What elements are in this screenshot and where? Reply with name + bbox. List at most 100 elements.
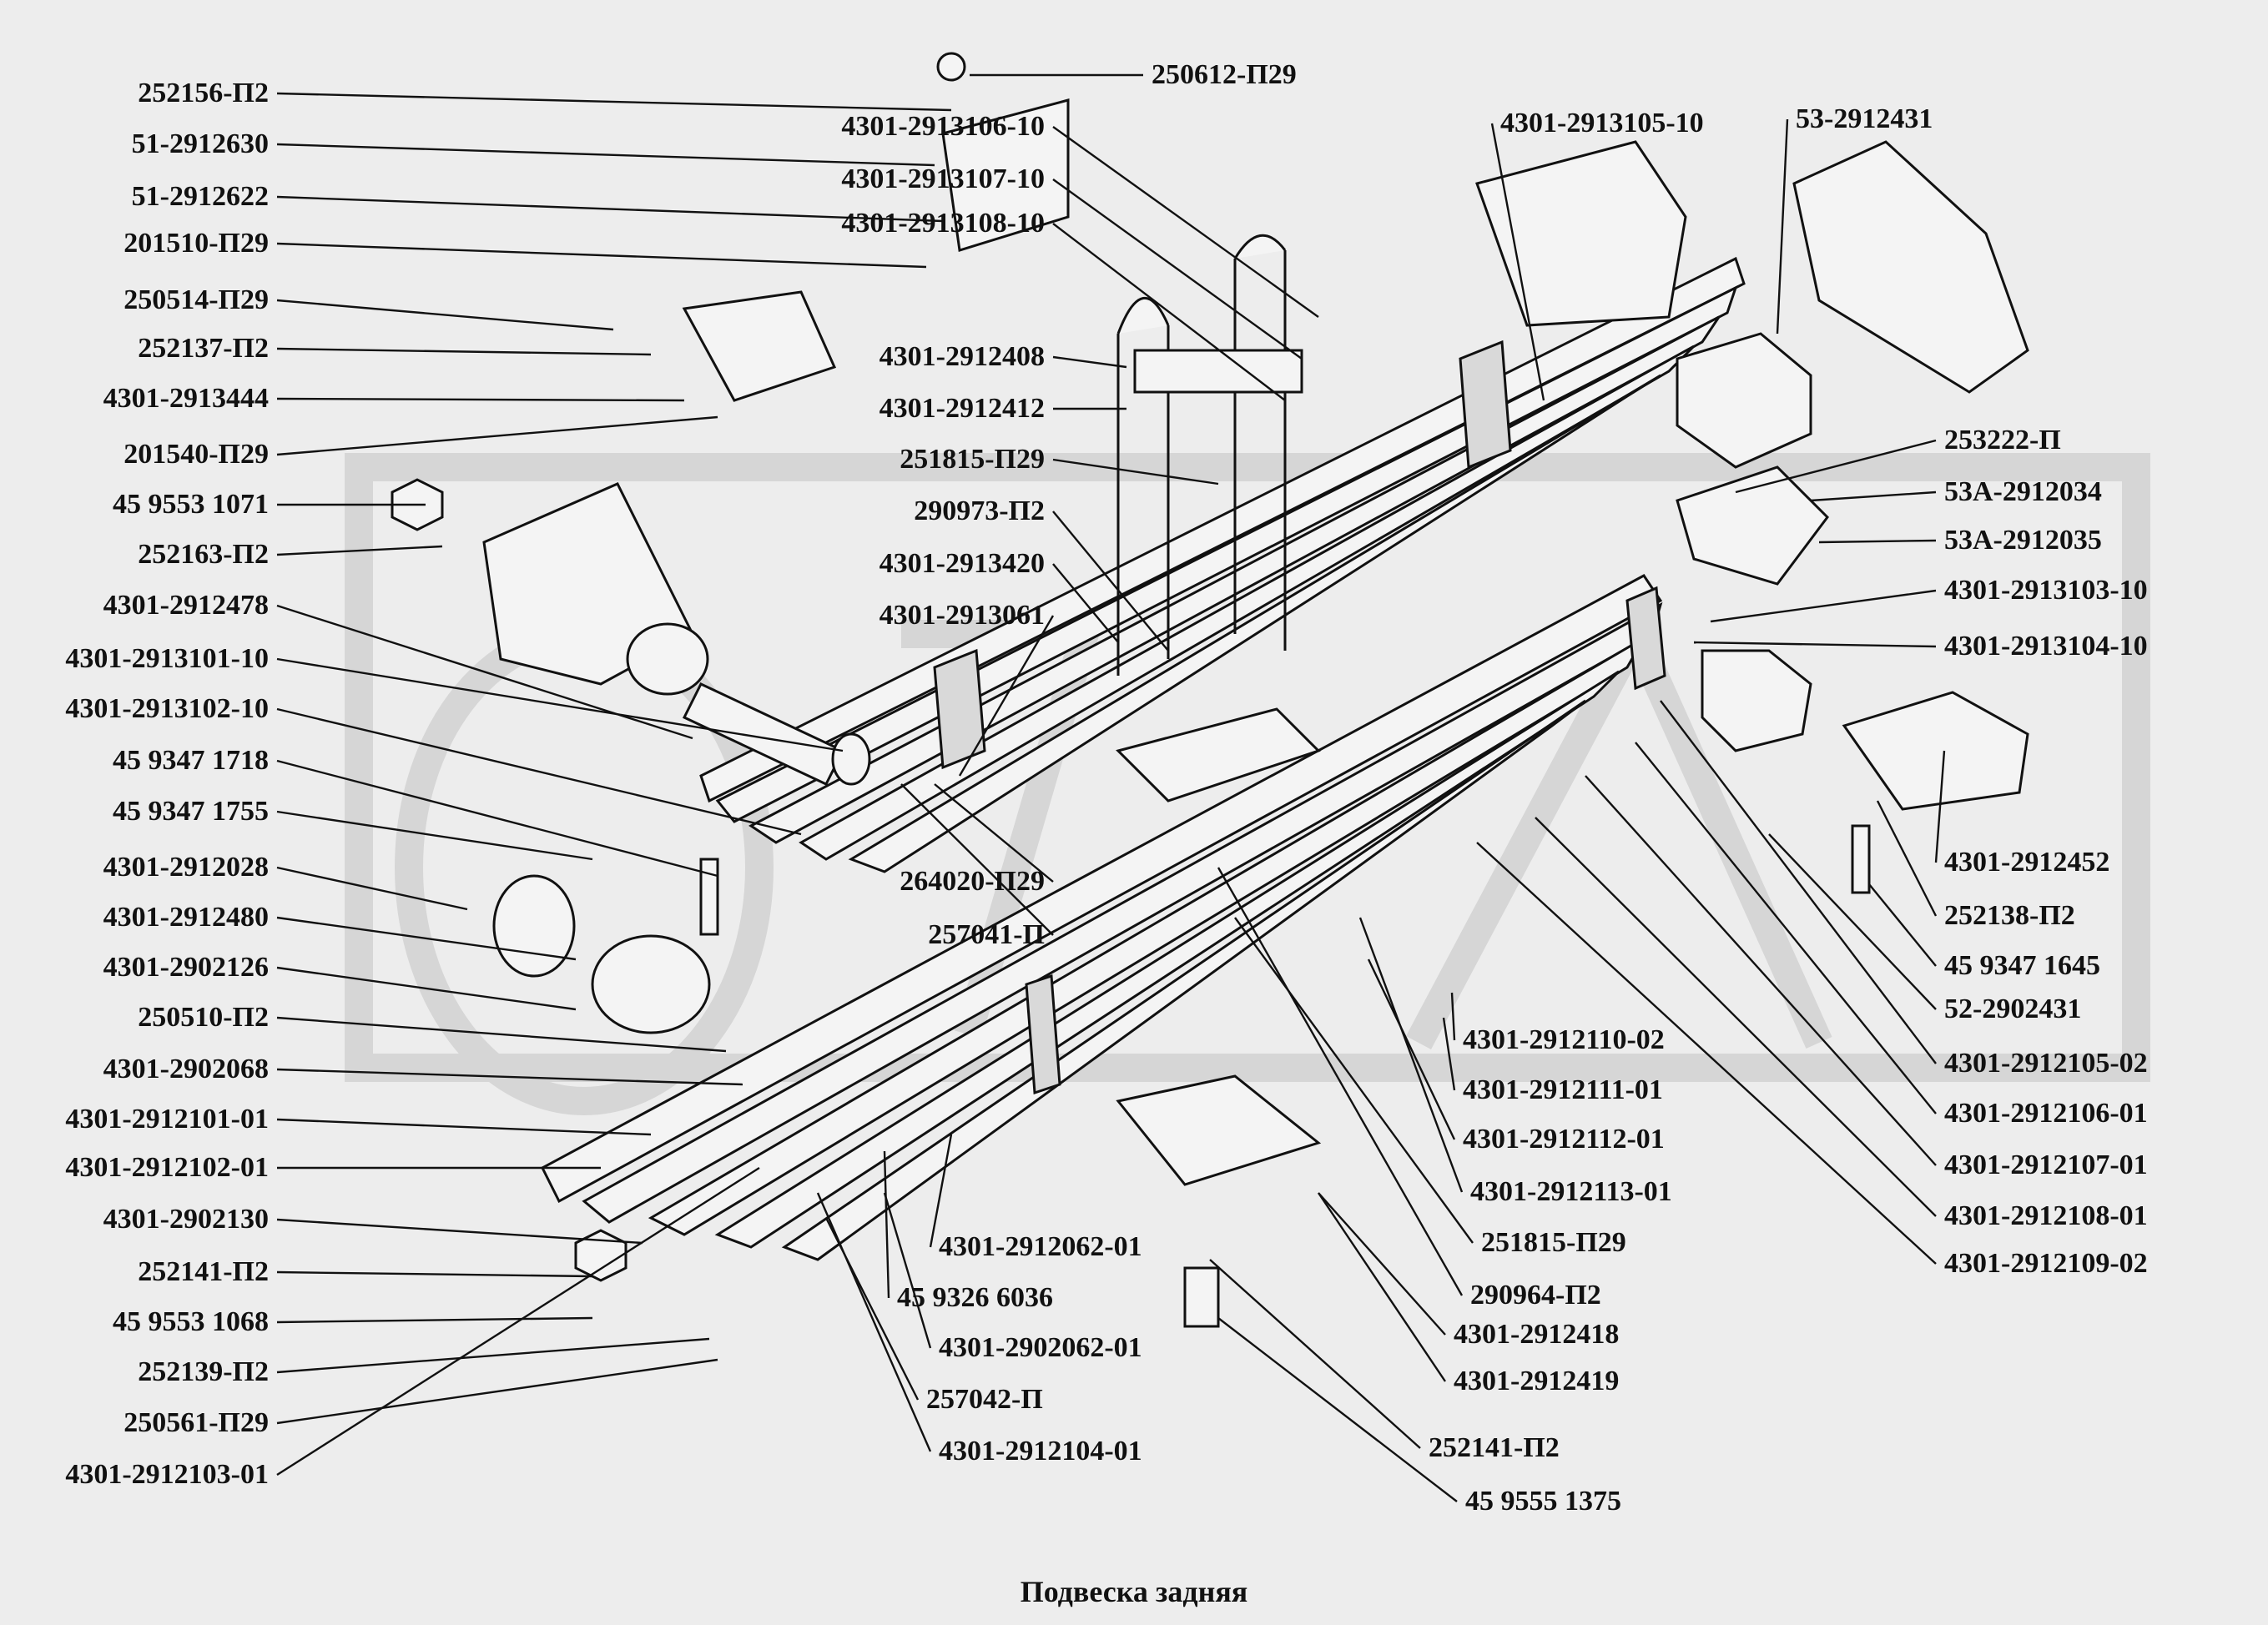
part-label-bottom: 45 9555 1375 <box>1465 1486 1621 1517</box>
leader-line <box>934 783 1054 883</box>
part-label-left: 4301-2902126 <box>103 952 269 983</box>
part-label-left: 201540-П29 <box>123 439 269 470</box>
part-label-center: 53-2912431 <box>1796 103 1933 134</box>
leader-line <box>1768 833 1937 1010</box>
part-label-left: 252156-П2 <box>138 78 269 108</box>
leader-line <box>1318 1192 1446 1336</box>
part-label-center: 4301-2912408 <box>879 341 1045 372</box>
part-label-right: 4301-2912109-02 <box>1944 1248 2148 1279</box>
leader-line <box>1876 800 1938 917</box>
part-label-bottom: 4301-2912104-01 <box>939 1436 1142 1467</box>
leader-line <box>276 1358 718 1425</box>
part-label-center: 4301-2913420 <box>879 548 1045 579</box>
leader-line <box>1442 1017 1456 1091</box>
part-label-right: 4301-2912105-02 <box>1944 1048 2148 1079</box>
part-label-left: 51-2912622 <box>131 181 269 212</box>
part-label-center: 4301-2913061 <box>879 600 1045 631</box>
leader-line <box>1052 355 1127 369</box>
leader-line <box>276 299 614 331</box>
leader-line <box>276 707 802 836</box>
part-label-center: 250612-П29 <box>1152 59 1297 90</box>
leader-line <box>276 195 944 223</box>
leader-line <box>1450 992 1456 1041</box>
part-label-left: 4301-2912480 <box>103 902 269 933</box>
part-label-left: 252141-П2 <box>138 1256 269 1287</box>
leader-line <box>1358 917 1464 1193</box>
leader-line <box>276 1337 710 1374</box>
leader-line <box>276 1270 593 1278</box>
leader-line <box>958 615 1055 777</box>
part-label-left: 250510-П2 <box>138 1002 269 1033</box>
leader-line <box>276 916 577 961</box>
part-label-right: 45 9347 1645 <box>1944 950 2100 981</box>
lower-leaf-spring <box>541 574 1666 1261</box>
part-label-right: 53А-2912034 <box>1944 476 2102 507</box>
leader-line <box>1810 491 1937 502</box>
leader-line <box>1209 1259 1421 1449</box>
part-label-right: 4301-2912107-01 <box>1944 1150 2148 1180</box>
leader-line <box>1710 589 1937 623</box>
part-label-left: 4301-2912028 <box>103 852 269 883</box>
leader-line <box>1052 563 1119 643</box>
leader-lines <box>276 73 1946 1502</box>
part-label-left: 4301-2902068 <box>103 1054 269 1084</box>
part-label-center: 4301-2912412 <box>879 393 1045 424</box>
leader-line <box>1776 118 1789 335</box>
part-label-left: 4301-2913444 <box>103 383 269 414</box>
leader-line <box>1868 883 1937 967</box>
leader-line <box>1635 742 1937 1114</box>
leader-line <box>276 415 718 456</box>
part-label-bottom: 4301-2912113-01 <box>1470 1176 1672 1207</box>
leader-line <box>276 1316 593 1324</box>
leader-line <box>276 143 935 167</box>
part-label-bottom: 4301-2912419 <box>1454 1366 1620 1396</box>
part-label-right: 4301-2913103-10 <box>1944 575 2148 606</box>
part-label-right: 253222-П <box>1944 425 2061 455</box>
part-label-left: 4301-2912101-01 <box>65 1104 269 1134</box>
leader-line <box>276 242 927 269</box>
leader-line <box>276 1016 727 1053</box>
part-label-center: 290973-П2 <box>914 496 1045 526</box>
leader-line <box>883 1192 932 1349</box>
part-label-left: 45 9553 1071 <box>113 489 269 520</box>
part-label-right: 4301-2913104-10 <box>1944 631 2148 662</box>
part-label-left: 4301-2913101-10 <box>65 643 269 674</box>
leader-line <box>816 1192 932 1452</box>
leader-line <box>1052 126 1319 318</box>
leader-line <box>276 1218 643 1245</box>
part-label-left: 4301-2912102-01 <box>65 1152 269 1183</box>
part-label-left: 4301-2912103-01 <box>65 1459 269 1490</box>
part-label-right: 53А-2912035 <box>1944 525 2102 556</box>
part-label-center: 257041-П <box>928 919 1045 950</box>
leader-line <box>276 966 577 1011</box>
part-label-bottom: 4301-2912062-01 <box>939 1231 1142 1262</box>
leader-line <box>1052 511 1169 652</box>
spring-pads <box>682 98 1322 1186</box>
part-label-left: 201510-П29 <box>123 228 269 259</box>
part-label-center: 4301-2913106-10 <box>841 111 1045 142</box>
part-label-bottom: 252141-П2 <box>1429 1432 1560 1463</box>
leader-line <box>883 1150 890 1299</box>
part-label-left: 4301-2902130 <box>103 1204 269 1235</box>
rear-spring-bracket <box>1475 140 2029 394</box>
part-label-right: 4301-2912106-01 <box>1944 1098 2148 1129</box>
bump-stops <box>1676 332 2029 811</box>
leader-line <box>1585 775 1937 1166</box>
leader-line <box>1476 842 1937 1265</box>
part-label-left: 45 9347 1718 <box>113 745 269 776</box>
leader-line <box>1318 1192 1446 1382</box>
leader-line <box>900 783 1054 936</box>
part-label-bottom: 290964-П2 <box>1470 1280 1601 1311</box>
leader-line <box>1490 123 1545 401</box>
leader-line <box>1660 700 1937 1064</box>
part-label-bottom: 257042-П <box>926 1384 1043 1415</box>
leader-line <box>1693 641 1937 648</box>
part-label-left: 252163-П2 <box>138 539 269 570</box>
leader-line <box>1367 958 1456 1140</box>
leader-line <box>276 1118 652 1136</box>
part-label-right: 52-2902431 <box>1944 994 2082 1024</box>
part-label-center: 4301-2913108-10 <box>841 208 1045 239</box>
part-label-left: 4301-2912478 <box>103 590 269 621</box>
part-label-bottom: 4301-2902062-01 <box>939 1332 1142 1363</box>
leader-line <box>276 810 593 861</box>
